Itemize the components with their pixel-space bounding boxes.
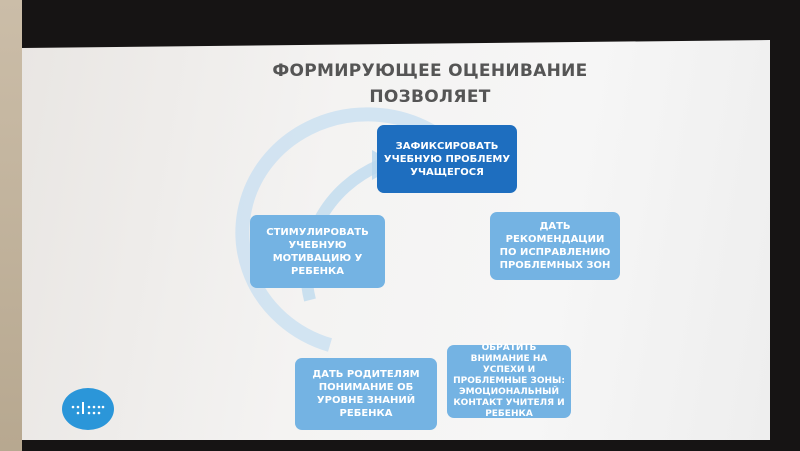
logo <box>62 388 114 430</box>
step-motivation: СТИМУЛИРОВАТЬ УЧЕБНУЮ МОТИВАЦИЮ У РЕБЕНК… <box>250 215 385 288</box>
step-recommendations: ДАТЬ РЕКОМЕНДАЦИИ ПО ИСПРАВЛЕНИЮ ПРОБЛЕМ… <box>490 212 620 280</box>
step-fix-problem: ЗАФИКСИРОВАТЬ УЧЕБНУЮ ПРОБЛЕМУ УЧАЩЕГОСЯ <box>377 125 517 193</box>
step-attention-success: ОБРАТИТЬ ВНИМАНИЕ НА УСПЕХИ И ПРОБЛЕМНЫЕ… <box>447 343 571 419</box>
wall <box>0 0 22 451</box>
logo-dots-icon <box>71 402 105 415</box>
slide-title: ФОРМИРУЮЩЕЕ ОЦЕНИВАНИЕ ПОЗВОЛЯЕТ <box>200 58 660 110</box>
step-parents-understanding: ДАТЬ РОДИТЕЛЯМ ПОНИМАНИЕ ОБ УРОВНЕ ЗНАНИ… <box>295 358 437 430</box>
title-line-2: ПОЗВОЛЯЕТ <box>369 87 491 107</box>
title-line-1: ФОРМИРУЮЩЕЕ ОЦЕНИВАНИЕ <box>272 61 588 81</box>
